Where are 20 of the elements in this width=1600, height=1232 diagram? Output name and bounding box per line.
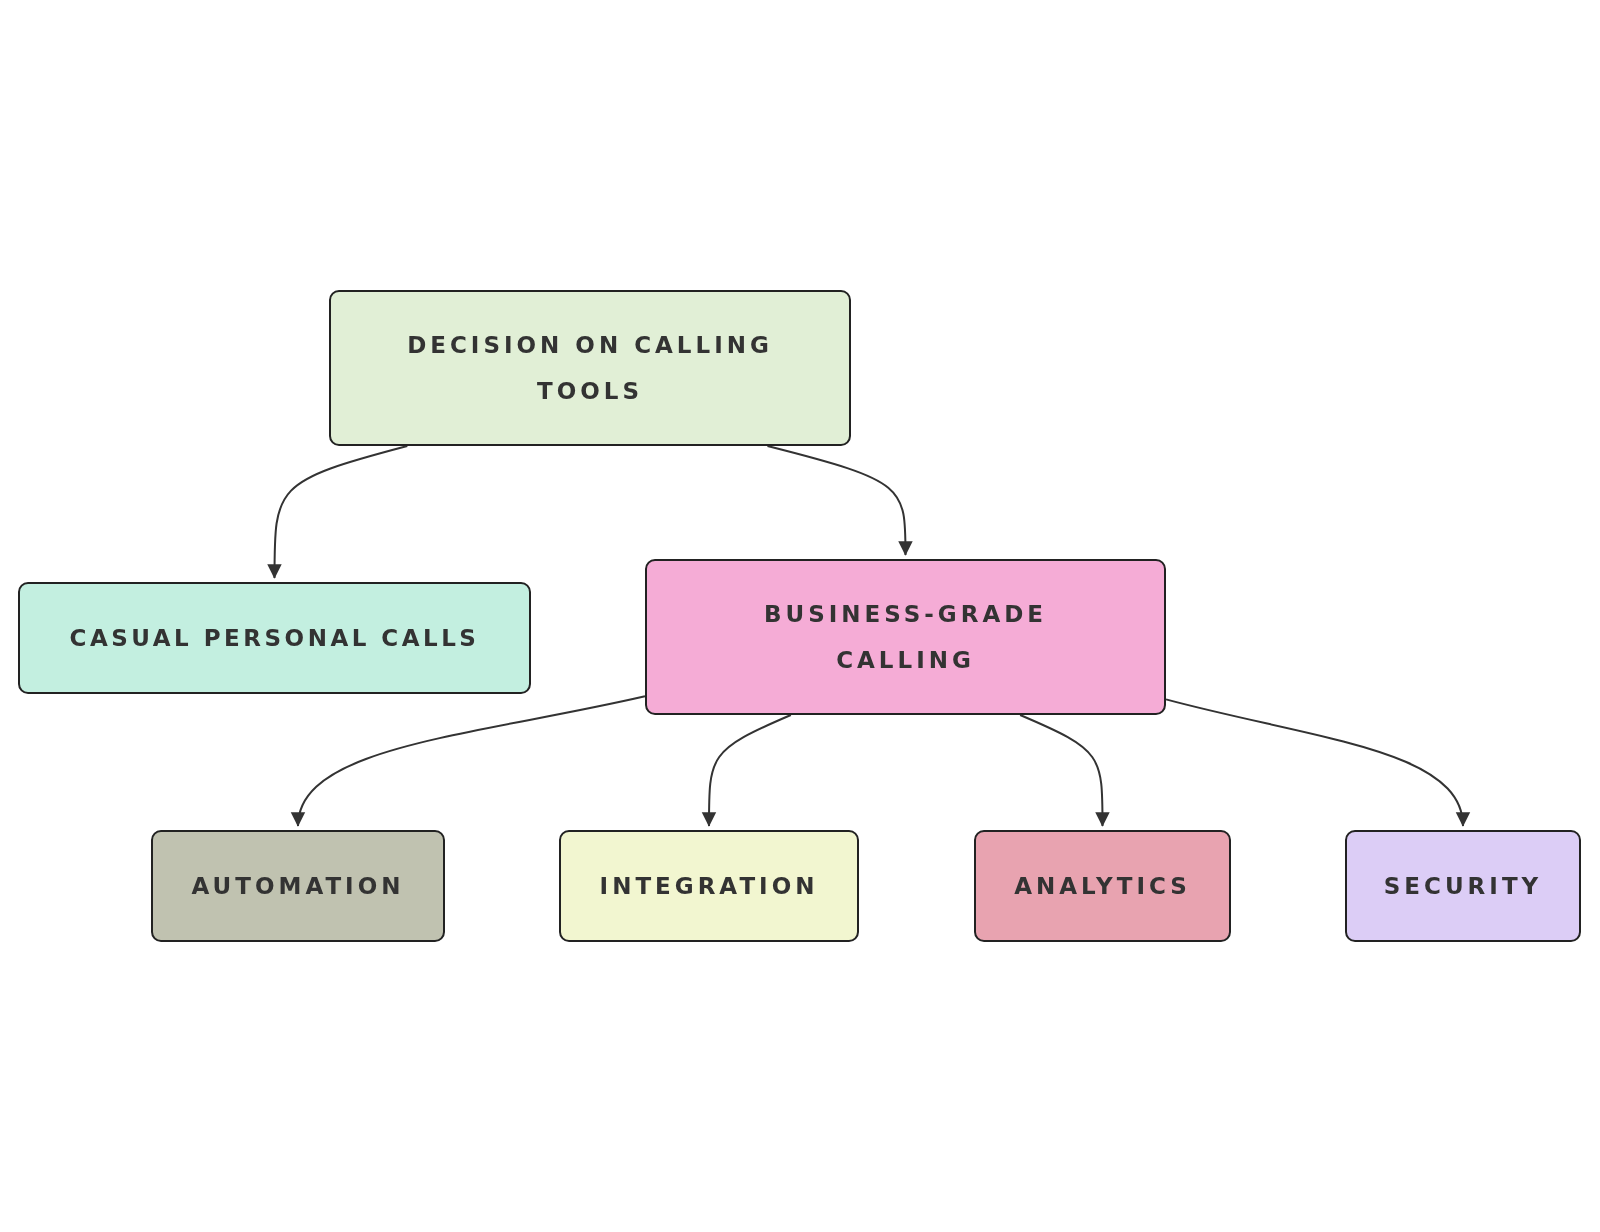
arrow xyxy=(701,714,792,827)
arrow xyxy=(766,445,913,556)
arrow xyxy=(1165,698,1468,827)
node-label: SECURITY xyxy=(1382,872,1544,901)
process-box xyxy=(645,559,1166,715)
arrow xyxy=(1019,714,1110,827)
process-box xyxy=(18,582,531,694)
node-label: INTEGRATION xyxy=(598,872,820,901)
process-box xyxy=(151,830,445,942)
process-box xyxy=(559,830,859,942)
node-label: DECISION ON CALLING TOOLS xyxy=(406,331,774,406)
arrow xyxy=(293,695,646,827)
process-box xyxy=(974,830,1231,942)
node-label: ANALYTICS xyxy=(1013,872,1192,901)
node-label: BUSINESS-GRADE CALLING xyxy=(762,600,1049,675)
node-label: CASUAL PERSONAL CALLS xyxy=(68,624,481,653)
process-box xyxy=(1345,830,1581,942)
node-label: AUTOMATION xyxy=(190,872,406,901)
process-box xyxy=(329,290,851,446)
arrow xyxy=(267,445,409,579)
